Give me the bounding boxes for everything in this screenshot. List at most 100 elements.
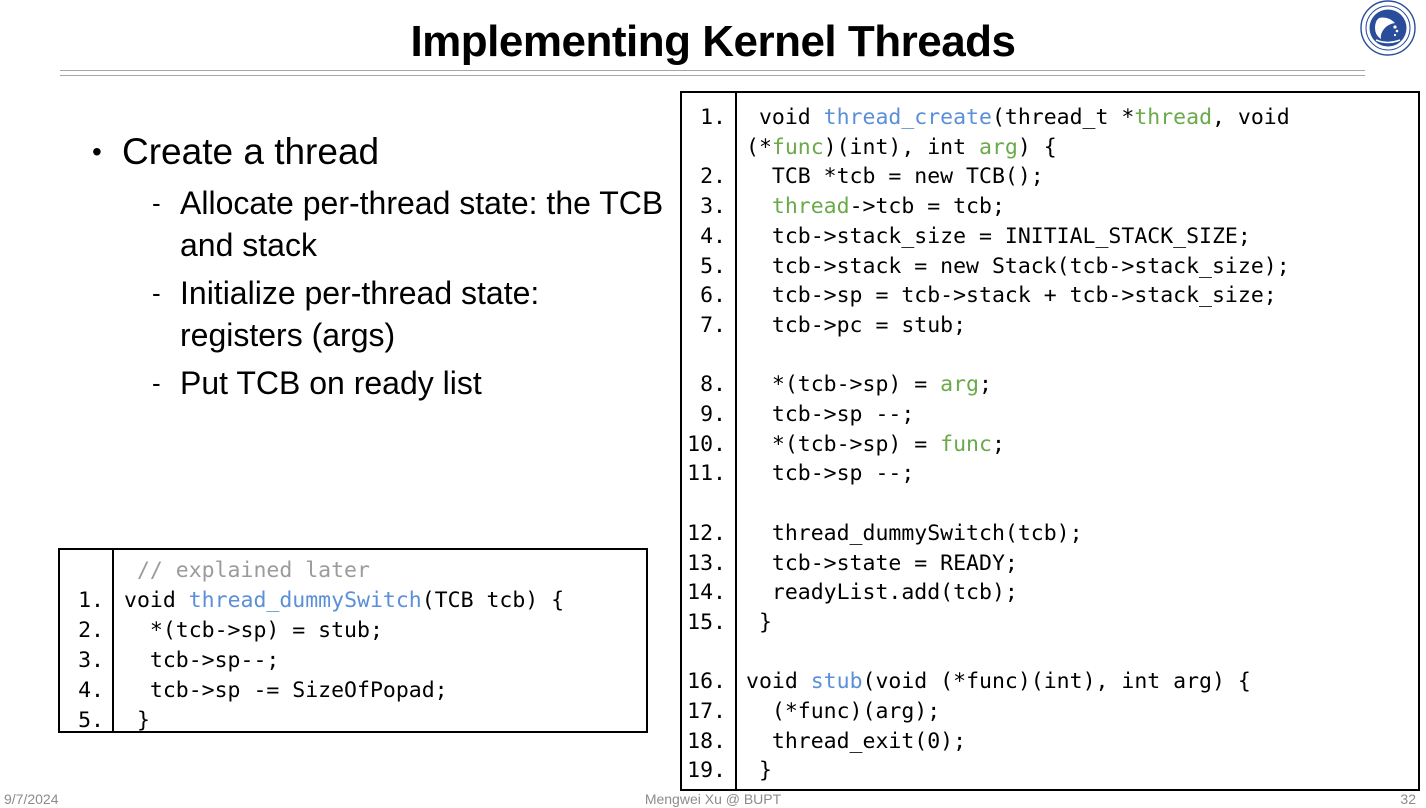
code-line: 4. tcb->sp -= SizeOfPopad;	[60, 676, 646, 706]
code-line-text: (*func)(arg);	[746, 699, 941, 725]
code-line: 2. TCB *tcb = new TCB();	[682, 162, 1418, 192]
code-line-text: *(tcb->sp) = stub;	[124, 618, 383, 643]
code-line-text: thread_dummySwitch(tcb);	[746, 520, 1083, 546]
code-line-number: 5.	[78, 708, 104, 733]
footer-date: 9/7/2024	[4, 791, 59, 807]
divider-line-top	[60, 70, 1365, 71]
bullet-text: Initialize per-thread state: registers (…	[180, 275, 540, 353]
code-line: 3. tcb->sp--;	[60, 646, 646, 676]
code-line: 12. thread_dummySwitch(tcb);	[682, 519, 1418, 549]
code-line: 17. (*func)(arg);	[682, 697, 1418, 727]
code-line-number: 11.	[687, 461, 726, 487]
bullet-marker: -	[152, 368, 161, 398]
code-line-number: 2.	[700, 164, 726, 190]
code-line-number: 10.	[687, 431, 726, 457]
code-line-number: 9.	[700, 402, 726, 428]
code-line-text: (*func)(int), int arg) {	[746, 134, 1057, 160]
code-line	[682, 638, 1418, 668]
code-line-text: TCB *tcb = new TCB();	[746, 164, 1044, 190]
code-line-text	[732, 489, 1418, 519]
code-line-text: }	[124, 708, 150, 733]
bullet-marker: -	[152, 278, 161, 308]
code-line-number: 1.	[700, 105, 726, 130]
code-line-number: 3.	[78, 648, 104, 673]
code-line: 9. tcb->sp --;	[682, 400, 1418, 430]
code-line-number: 7.	[700, 312, 726, 338]
code-line-number: 14.	[687, 580, 726, 606]
code-line: 2. *(tcb->sp) = stub;	[60, 616, 646, 646]
code-line-text: tcb->sp--;	[124, 648, 280, 673]
code-line: 8. *(tcb->sp) = arg;	[682, 370, 1418, 400]
code-rows: // explained later 1.void thread_dummySwi…	[60, 550, 646, 733]
code-line-number: 4.	[700, 223, 726, 249]
code-line: 3. thread->tcb = tcb;	[682, 192, 1418, 222]
code-line-text: }	[746, 609, 772, 635]
code-line-text: void thread_create(thread_t *thread, voi…	[746, 105, 1290, 130]
code-line-number: 8.	[700, 372, 726, 398]
code-block-thread-dummyswitch: // explained later 1.void thread_dummySwi…	[58, 548, 648, 733]
code-line-number: 17.	[687, 699, 726, 725]
code-line: 5. }	[60, 706, 646, 733]
code-line: 19. }	[682, 756, 1418, 786]
code-line: 14. readyList.add(tcb);	[682, 578, 1418, 608]
code-line-text: thread_exit(0);	[746, 728, 967, 754]
code-line: 15. }	[682, 608, 1418, 638]
code-line-text: void stub(void (*func)(int), int arg) {	[746, 669, 1251, 695]
bullet-text: Create a thread	[122, 131, 380, 172]
line-number-separator	[112, 550, 114, 731]
code-line-text: tcb->state = READY;	[746, 550, 1018, 576]
code-line-number: 15.	[687, 609, 726, 635]
code-line: 16. void stub(void (*func)(int), int arg)…	[682, 667, 1418, 697]
code-line-text	[732, 638, 1418, 668]
code-line: (*func)(int), int arg) {	[682, 133, 1418, 163]
code-line-number: 16.	[687, 669, 726, 695]
code-line-number: 6.	[700, 283, 726, 309]
code-line: 6. tcb->sp = tcb->stack + tcb->stack_siz…	[682, 281, 1418, 311]
code-line-text: tcb->sp = tcb->stack + tcb->stack_size;	[746, 283, 1277, 309]
code-line: 1. void thread_create(thread_t *thread, …	[682, 103, 1418, 133]
footer-author: Mengwei Xu @ BUPT	[644, 791, 782, 807]
code-rows: 1. void thread_create(thread_t *thread, …	[682, 93, 1418, 786]
code-line: 18. thread_exit(0);	[682, 727, 1418, 757]
bullet-item: • Create a thread	[88, 128, 668, 176]
code-line-text	[732, 341, 1418, 371]
bullet-list: • Create a thread - Allocate per-thread …	[88, 128, 668, 404]
line-number-separator	[735, 93, 737, 789]
code-line-text: tcb->stack_size = INITIAL_STACK_SIZE;	[746, 223, 1251, 249]
divider-line-bottom	[60, 75, 1365, 76]
code-line-text: }	[746, 758, 772, 784]
code-line-text: thread->tcb = tcb;	[771, 194, 1005, 220]
bullet-marker: •	[92, 136, 102, 167]
code-line-text: tcb->pc = stub;	[746, 312, 967, 338]
bullet-item: - Initialize per-thread state: registers…	[88, 272, 668, 356]
code-line-number: 12.	[687, 520, 726, 546]
page-title: Implementing Kernel Threads	[410, 17, 1016, 66]
code-line-number: 3.	[700, 194, 726, 220]
code-line-text: // explained later	[124, 558, 370, 583]
code-line-text: *(tcb->sp) = func;	[746, 431, 1005, 457]
code-line: 13. tcb->state = READY;	[682, 549, 1418, 579]
title-divider	[60, 70, 1365, 76]
bullet-marker: -	[152, 188, 161, 218]
code-line-text: tcb->sp --;	[746, 402, 915, 428]
code-block-thread-create: 1. void thread_create(thread_t *thread, …	[680, 91, 1420, 791]
footer-page-number: 32	[1400, 791, 1416, 807]
bullet-item: - Allocate per-thread state: the TCB and…	[88, 182, 668, 266]
code-line-number: 18.	[687, 728, 726, 754]
code-line-number: 19.	[687, 758, 726, 784]
code-line-text: void thread_dummySwitch(TCB tcb) {	[124, 588, 565, 613]
bullet-text: Put TCB on ready list	[180, 365, 482, 401]
code-line-text: *(tcb->sp) = arg;	[746, 372, 992, 398]
bupt-university-seal-icon	[1348, 0, 1420, 62]
code-line-text: readyList.add(tcb);	[746, 580, 1018, 606]
code-line: // explained later	[60, 556, 646, 586]
code-line-number: 4.	[78, 678, 104, 703]
code-line: 4. tcb->stack_size = INITIAL_STACK_SIZE;	[682, 222, 1418, 252]
code-line: 5. tcb->stack = new Stack(tcb->stack_siz…	[682, 252, 1418, 282]
code-line	[682, 341, 1418, 371]
code-line: 1.void thread_dummySwitch(TCB tcb) {	[60, 586, 646, 616]
code-line-text: tcb->sp -= SizeOfPopad;	[124, 678, 448, 703]
bullet-text: Allocate per-thread state: the TCB and s…	[180, 185, 664, 263]
code-line: 10. *(tcb->sp) = func;	[682, 430, 1418, 460]
code-line-number: 13.	[687, 550, 726, 576]
